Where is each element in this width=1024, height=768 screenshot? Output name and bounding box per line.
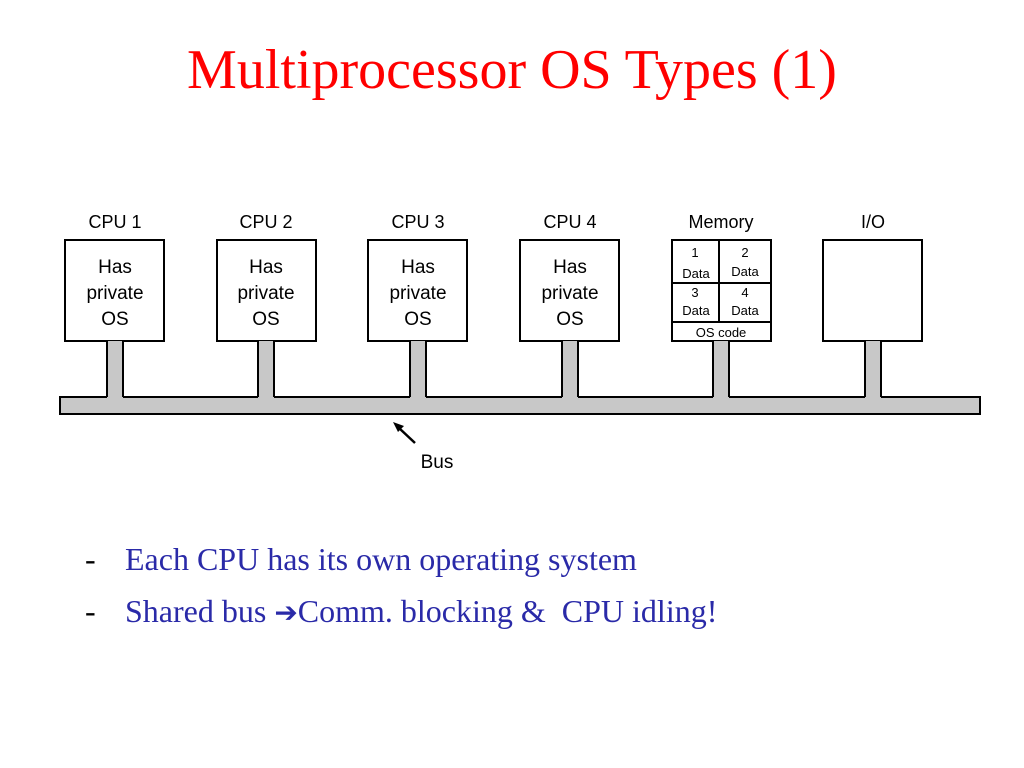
cpu-2-label: CPU 2 xyxy=(239,212,292,232)
memory-cell-2-number: 2 xyxy=(741,245,748,260)
bus-label: Bus xyxy=(421,452,454,473)
memory-cell-3-number: 3 xyxy=(691,285,698,300)
cpu-4-label: CPU 4 xyxy=(543,212,596,232)
memory-cell-4-number: 4 xyxy=(741,285,748,300)
bullet-list: - Each CPU has its own operating system … xyxy=(85,533,717,639)
cpu-1-line-2: private xyxy=(86,283,143,304)
bus-connector-memory xyxy=(712,341,730,399)
bus-connector-cpu-2 xyxy=(257,341,275,399)
io-box xyxy=(822,239,923,342)
cpu-3-line-3: OS xyxy=(404,309,431,330)
cpu-1-label: CPU 1 xyxy=(88,212,141,232)
memory-os-code: OS code xyxy=(696,325,747,340)
bullet-dash: - xyxy=(85,541,96,577)
bus-pointer-arrow-icon xyxy=(393,422,416,444)
cpu-4-line-2: private xyxy=(541,283,598,304)
cpu-2-line-1: Has xyxy=(249,257,283,278)
cpu-3-box xyxy=(367,239,468,342)
bus-bar xyxy=(59,396,981,415)
bullet-dash: - xyxy=(85,593,96,629)
cpu-1-box xyxy=(64,239,165,342)
bullet-text-2: Shared bus ➔Comm. blocking & CPU idling! xyxy=(125,585,717,639)
cpu-3-line-2: private xyxy=(389,283,446,304)
memory-cell-2-text: Data xyxy=(731,264,759,279)
slide-title: Multiprocessor OS Types (1) xyxy=(187,39,837,101)
memory-cell-3-text: Data xyxy=(682,303,710,318)
cpu-4-line-3: OS xyxy=(556,309,583,330)
cpu-2-line-2: private xyxy=(237,283,294,304)
bus-connector-cpu-4 xyxy=(561,341,579,399)
memory-cell-4-text: Data xyxy=(731,303,759,318)
bus-connector-cpu-1 xyxy=(106,341,124,399)
bullet-item-1: - Each CPU has its own operating system xyxy=(85,533,717,585)
bullet-2-part-2: Comm. blocking & CPU idling! xyxy=(297,593,718,629)
memory-cell-1-text: Data xyxy=(682,266,710,281)
bullet-item-2: - Shared bus ➔Comm. blocking & CPU idlin… xyxy=(85,585,717,639)
memory-cell-1-number: 1 xyxy=(691,245,698,260)
cpu-2-box xyxy=(216,239,317,342)
right-arrow-icon: ➔ xyxy=(274,596,298,629)
cpu-1-line-3: OS xyxy=(101,309,128,330)
bus-connector-io xyxy=(864,341,882,399)
cpu-1-line-1: Has xyxy=(98,257,132,278)
cpu-3-label: CPU 3 xyxy=(391,212,444,232)
cpu-3-line-1: Has xyxy=(401,257,435,278)
bullet-1-part-1: Each CPU has its own operating system xyxy=(125,541,637,577)
memory-label: Memory xyxy=(688,212,753,232)
cpu-4-line-1: Has xyxy=(553,257,587,278)
bus-connector-cpu-3 xyxy=(409,341,427,399)
io-label: I/O xyxy=(861,212,885,232)
bullet-2-part-1: Shared bus xyxy=(125,593,275,629)
cpu-2-line-3: OS xyxy=(252,309,279,330)
bullet-text-1: Each CPU has its own operating system xyxy=(125,533,637,585)
